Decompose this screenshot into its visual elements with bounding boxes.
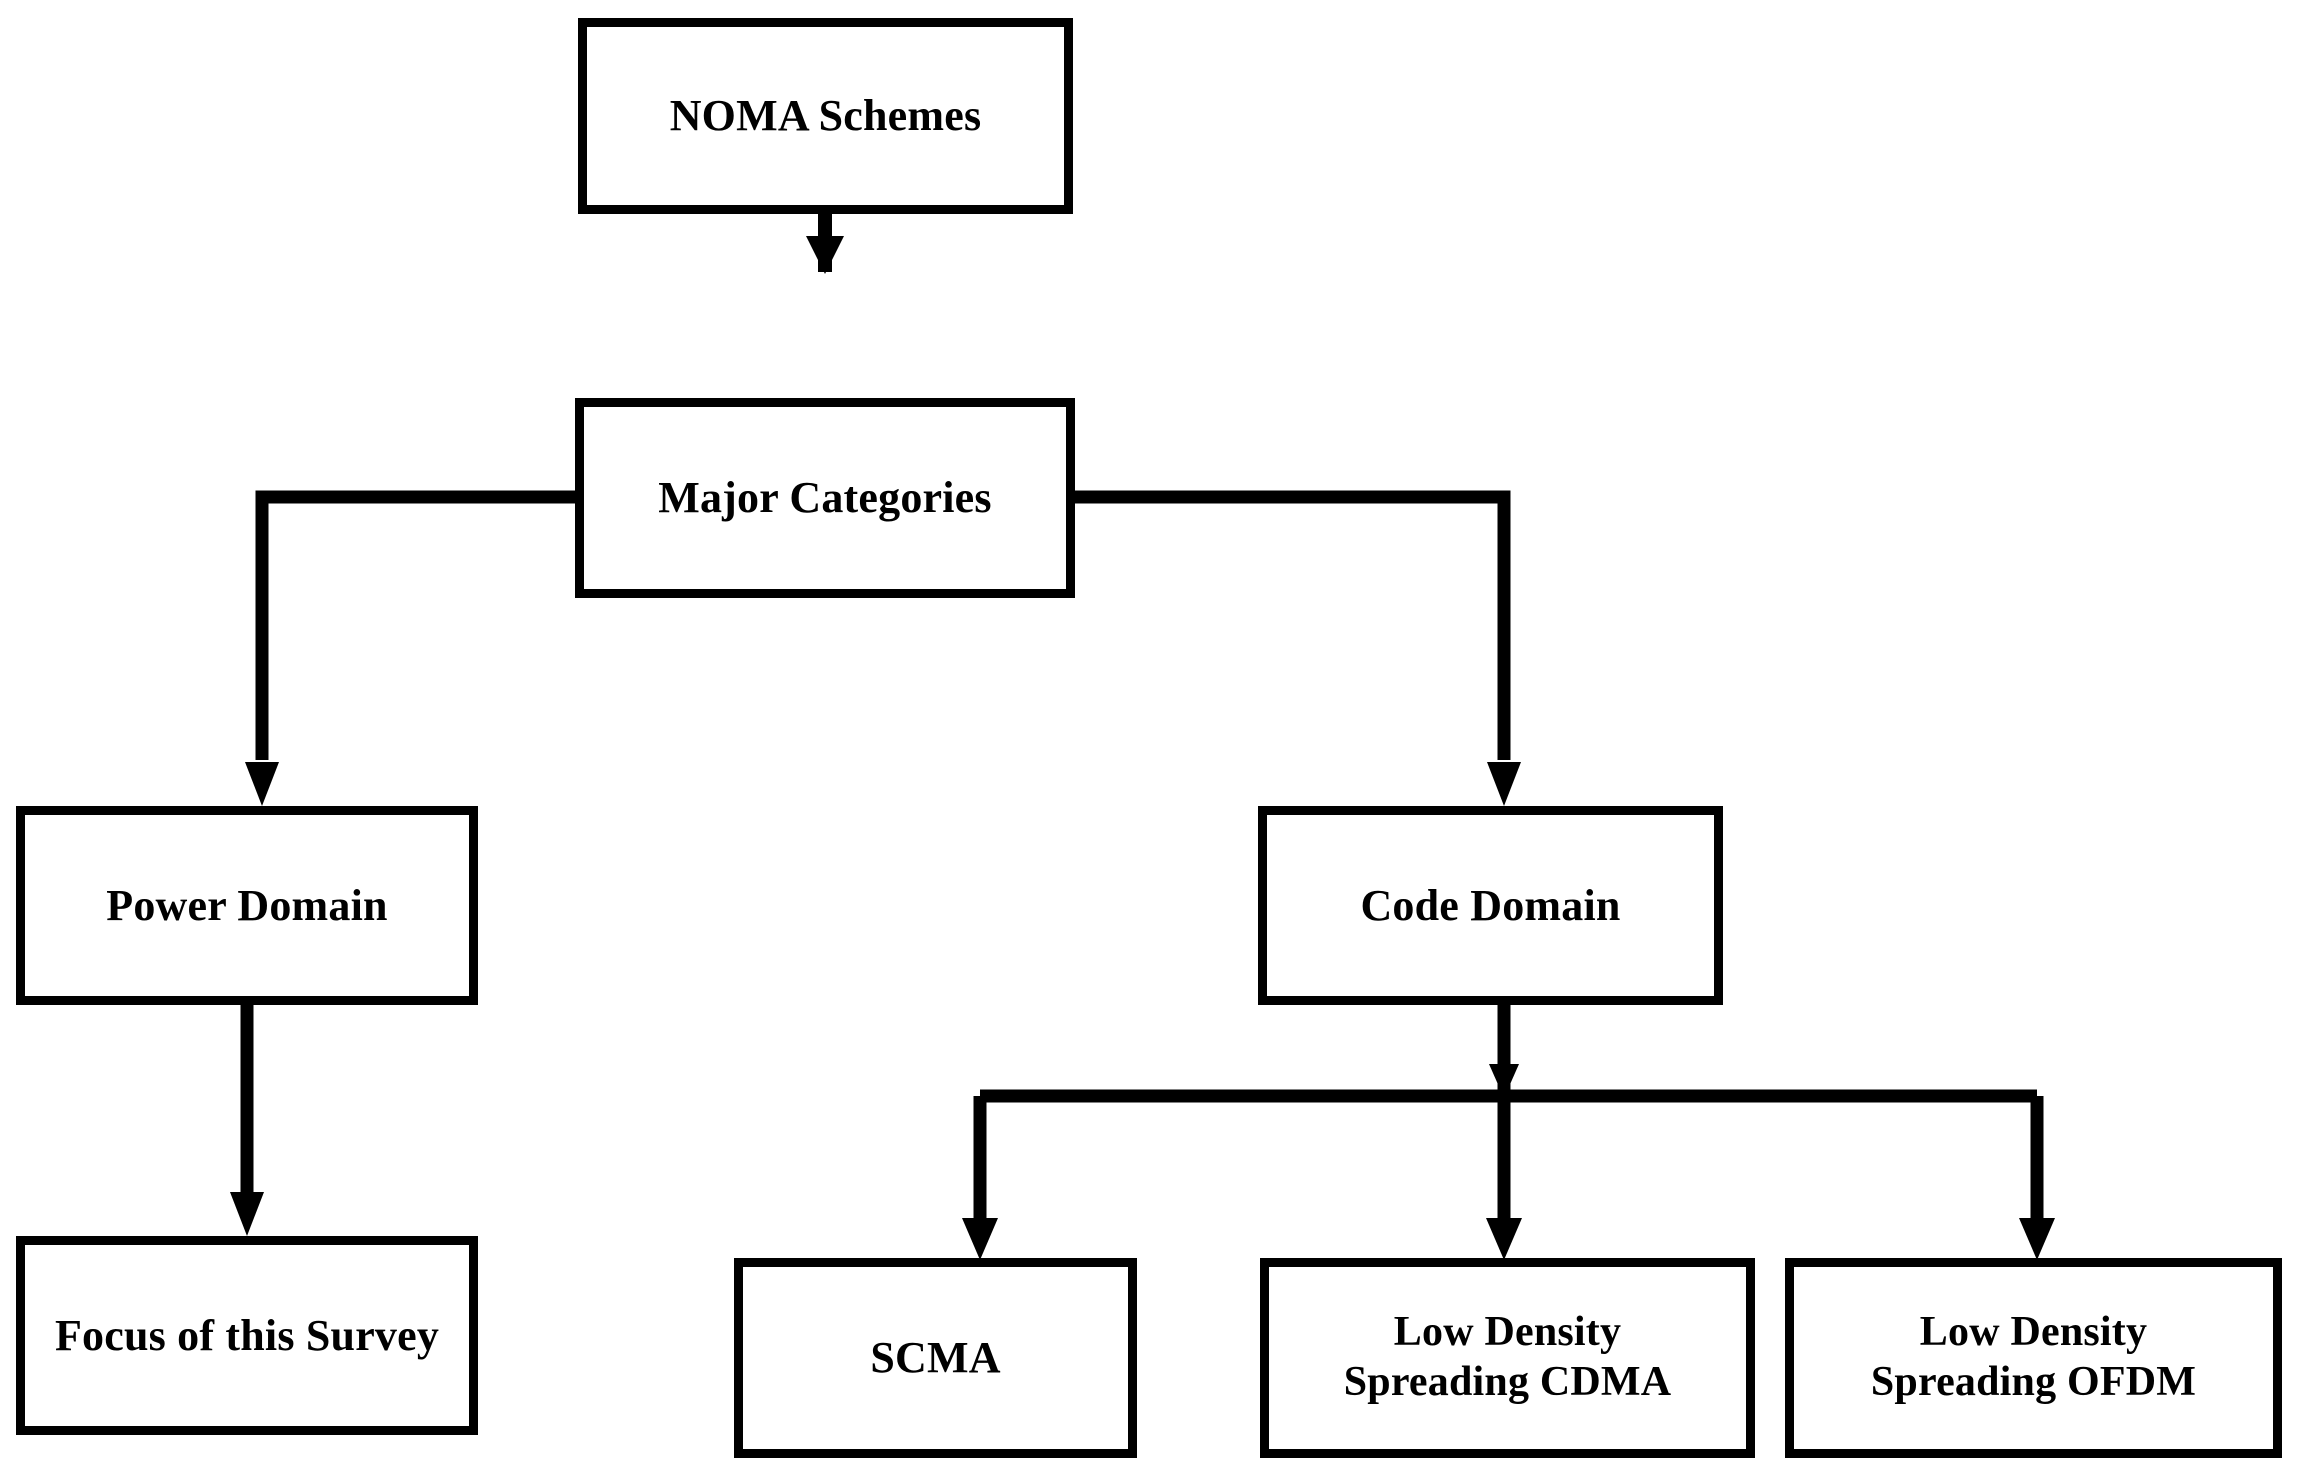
node-label-lds-cdma: Low Density Spreading CDMA: [1343, 1309, 1672, 1405]
edge-major-to-code: [1075, 490, 1521, 806]
node-label-lds-ofdm: Low Density Spreading OFDM: [1870, 1309, 2197, 1405]
node-lds-ofdm[interactable]: Low Density Spreading OFDM: [1785, 1258, 2282, 1458]
node-major-categories[interactable]: Major Categories: [575, 398, 1075, 598]
node-label-major-categories: Major Categories: [658, 473, 992, 523]
edge-noma-to-major: [806, 214, 844, 274]
edge-major-to-power: [245, 490, 575, 806]
node-noma-schemes[interactable]: NOMA Schemes: [578, 18, 1073, 214]
node-label-focus-of-this-survey: Focus of this Survey: [54, 1310, 440, 1360]
node-scma[interactable]: SCMA: [734, 1258, 1137, 1458]
node-lds-cdma[interactable]: Low Density Spreading CDMA: [1260, 1258, 1755, 1458]
edge-code-to-ldsofdm: [2019, 1096, 2055, 1260]
node-label-code-domain: Code Domain: [1360, 880, 1621, 930]
edge-code-to-scma: [962, 1096, 998, 1260]
node-power-domain[interactable]: Power Domain: [16, 806, 478, 1005]
edge-code-to-ldscdma: [1486, 1096, 1522, 1260]
node-focus-of-this-survey[interactable]: Focus of this Survey: [16, 1236, 478, 1435]
node-label-scma: SCMA: [870, 1333, 1001, 1383]
edge-code-fan-trunk: [980, 1005, 2037, 1103]
node-label-power-domain: Power Domain: [106, 880, 388, 930]
node-code-domain[interactable]: Code Domain: [1258, 806, 1723, 1005]
node-label-noma-schemes: NOMA Schemes: [669, 91, 982, 141]
edge-power-to-focus: [230, 1005, 264, 1236]
